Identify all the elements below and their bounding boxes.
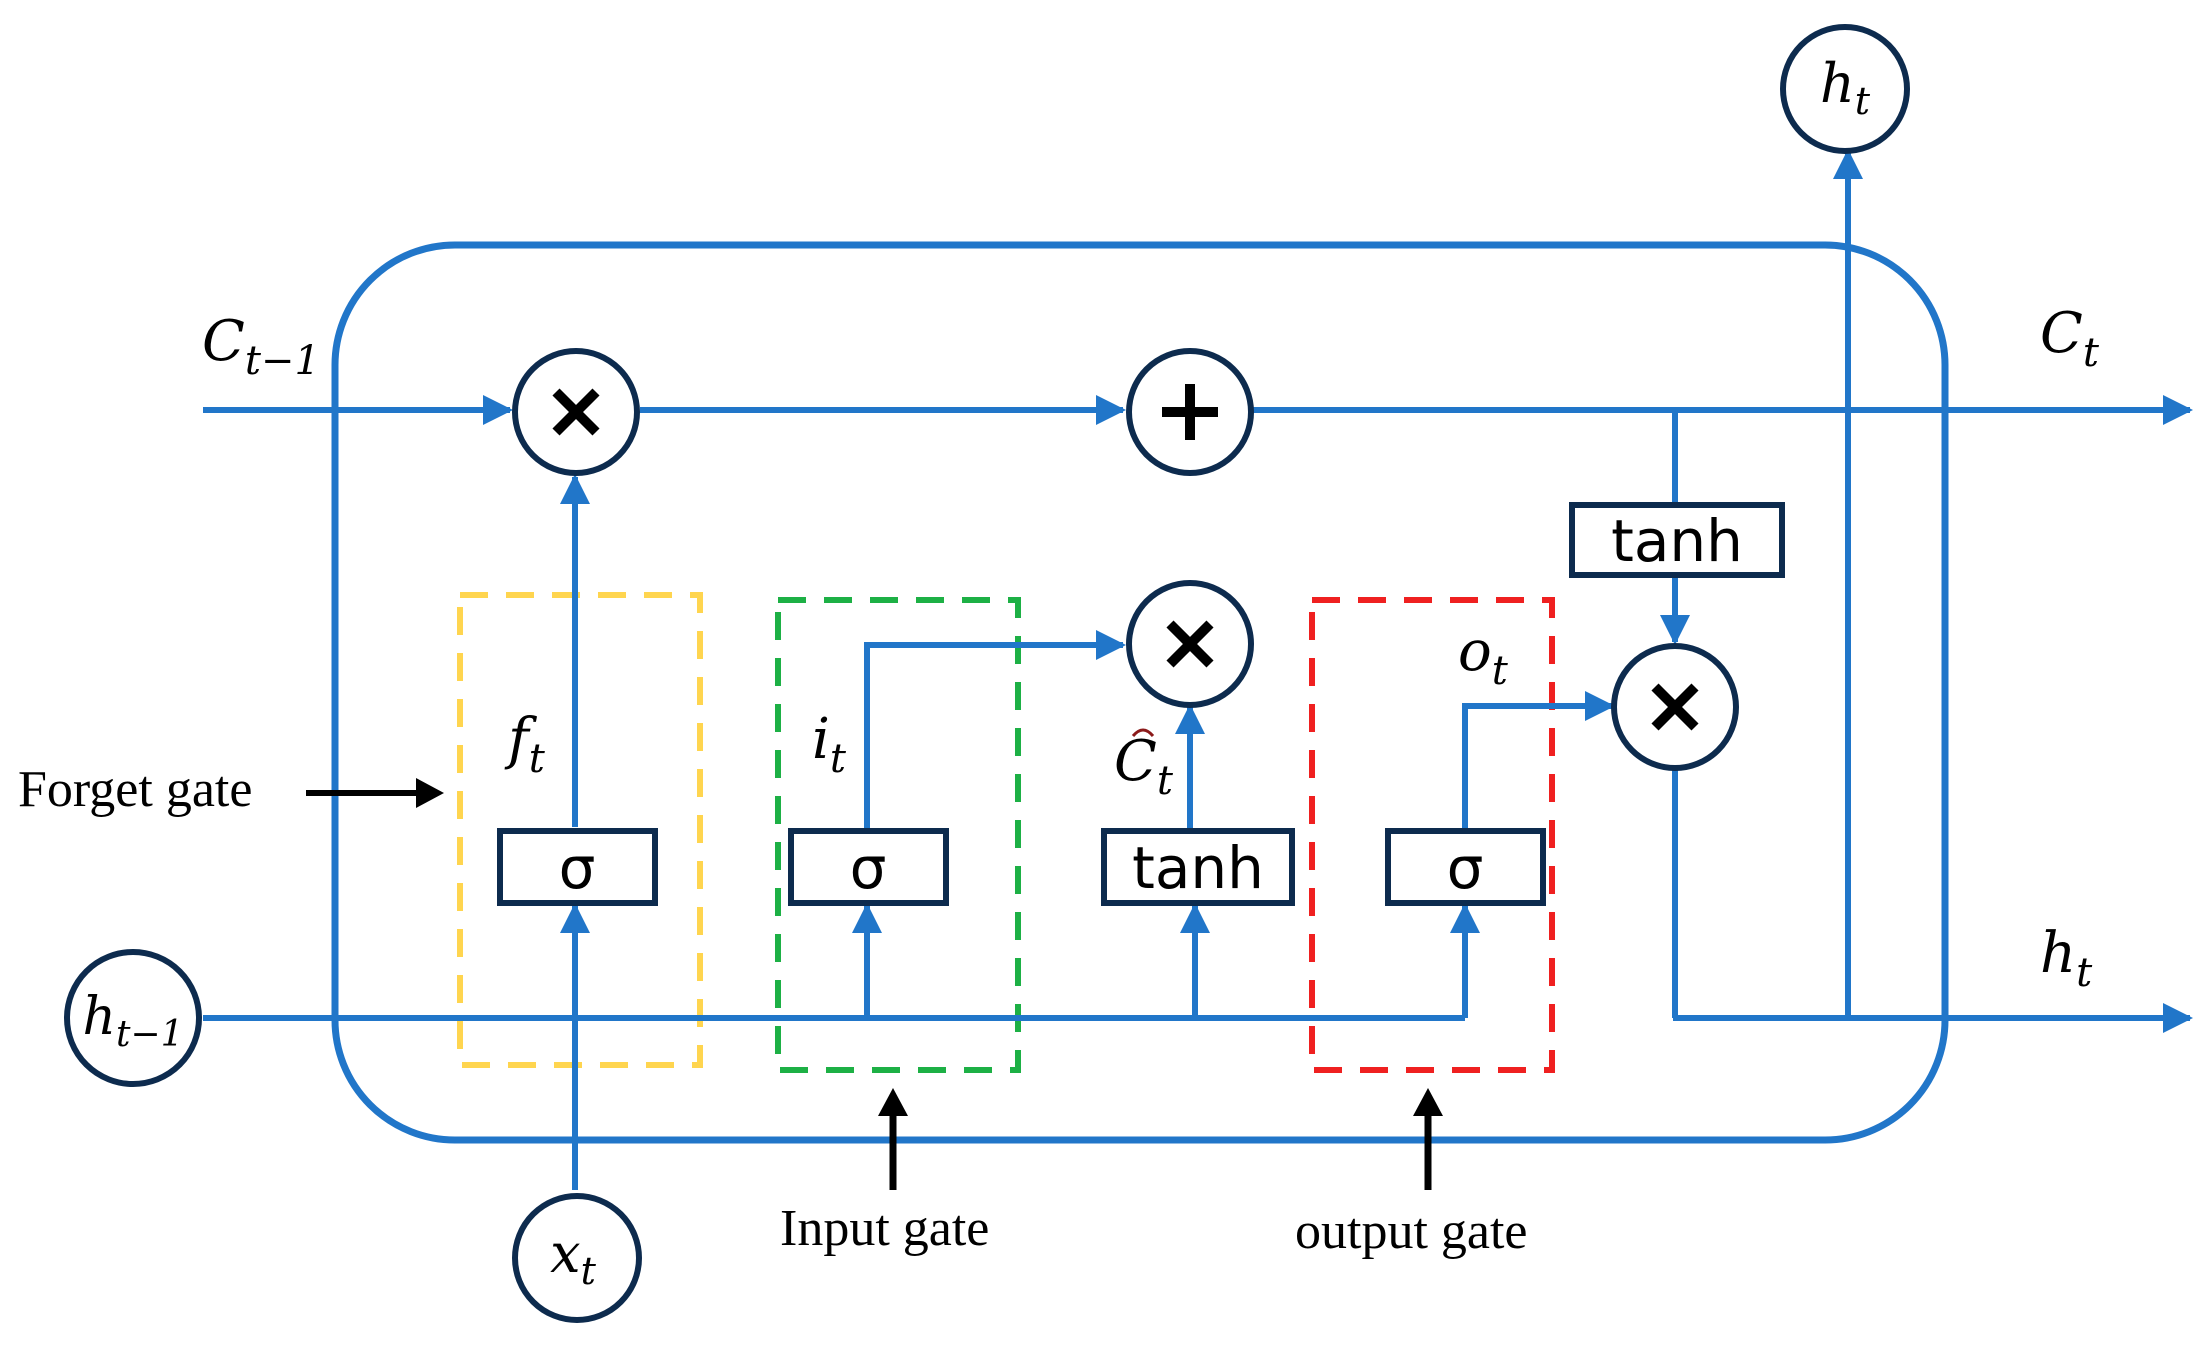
svg-text:ht: ht — [1820, 52, 1871, 123]
forget-gate-pointer — [306, 778, 444, 808]
svg-text:Ct: Ct — [1114, 729, 1174, 804]
svg-text:tanh: tanh — [1611, 507, 1743, 575]
candidate-tanh-box: tanh — [1101, 828, 1295, 906]
forget-sigma-box: σ — [497, 828, 658, 906]
forget-multiply-node — [512, 348, 640, 476]
h-t-output-node: ht — [1780, 24, 1910, 154]
c-t-label: Ct — [2040, 301, 2100, 376]
input-gate-output-wire — [864, 630, 1126, 829]
c-prev-label: Ct−1 — [202, 309, 320, 384]
cell-boundary — [331, 241, 1949, 1144]
x-t-node: xt — [512, 1193, 642, 1323]
c-tilde-label: Ct — [1114, 728, 1174, 804]
output-multiply-node — [1611, 643, 1739, 771]
output-multiply-wire — [1672, 769, 1678, 1021]
svg-text:σ: σ — [1447, 834, 1484, 902]
o-t-label: ot — [1458, 619, 1509, 694]
input-multiply-node — [1126, 580, 1254, 708]
svg-text:ht−1: ht−1 — [82, 987, 183, 1055]
output-gate-pointer — [1413, 1088, 1443, 1190]
cell-add-node — [1126, 348, 1254, 476]
forget-gate-label: Forget gate — [18, 761, 252, 818]
forget-gate-region — [457, 592, 703, 1068]
svg-text:tanh: tanh — [1132, 834, 1264, 902]
h-t-label: ht — [2040, 921, 2093, 996]
cell-tanh-box: tanh — [1569, 502, 1785, 578]
svg-text:xt: xt — [550, 1222, 596, 1293]
svg-text:σ: σ — [850, 834, 887, 902]
output-gate-label: output gate — [1295, 1203, 1528, 1260]
input-gate-region — [775, 597, 1021, 1073]
input-sigma-box: σ — [788, 828, 949, 906]
i-t-label: it — [812, 707, 847, 782]
output-gate-region — [1309, 597, 1555, 1073]
input-gate-pointer — [878, 1088, 908, 1190]
input-gate-label: Input gate — [780, 1200, 989, 1257]
svg-text:σ: σ — [559, 834, 596, 902]
f-t-label: ft — [504, 707, 546, 782]
output-gate-output-wire — [1462, 691, 1615, 829]
h-prev-node: ht−1 — [64, 949, 202, 1087]
output-sigma-box: σ — [1385, 828, 1546, 906]
